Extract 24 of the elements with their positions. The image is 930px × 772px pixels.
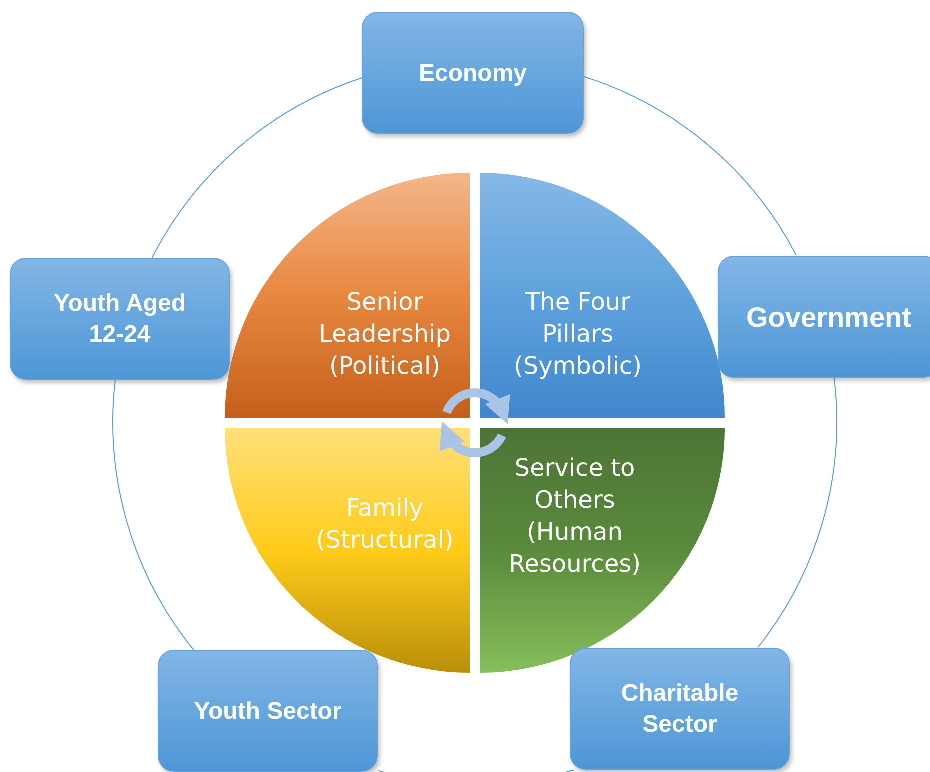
connector-arc: [152, 78, 362, 258]
box-label: Government: [746, 302, 912, 332]
topic-box: [158, 650, 378, 772]
box-label: Charitable Sector: [620, 679, 740, 740]
connector-arc: [584, 76, 797, 256]
box-label: Youth Aged 12-24: [53, 289, 187, 350]
topic-box: [10, 258, 230, 380]
quadrant-segment: [225, 428, 470, 673]
cycle-arrow: [440, 422, 506, 458]
segment-label: Service to Others (Human Resources): [508, 453, 642, 580]
cycle-arrow: [442, 388, 510, 424]
connector-arc: [758, 378, 838, 648]
segment-label: The Four Pillars (Symbolic): [513, 287, 643, 382]
connector-arc: [112, 380, 194, 650]
segment-label: Senior Leadership (Political): [318, 287, 452, 382]
quadrant-segment: [480, 173, 725, 418]
box-label: Youth Sector: [193, 696, 343, 726]
topic-box: [362, 12, 584, 134]
quadrant-segment: [480, 428, 725, 673]
quadrant-segment: [225, 173, 470, 418]
segment-label: Family (Structural): [315, 493, 455, 556]
topic-box: [718, 256, 930, 378]
box-label: Economy: [418, 58, 528, 88]
topic-box: [570, 648, 790, 770]
